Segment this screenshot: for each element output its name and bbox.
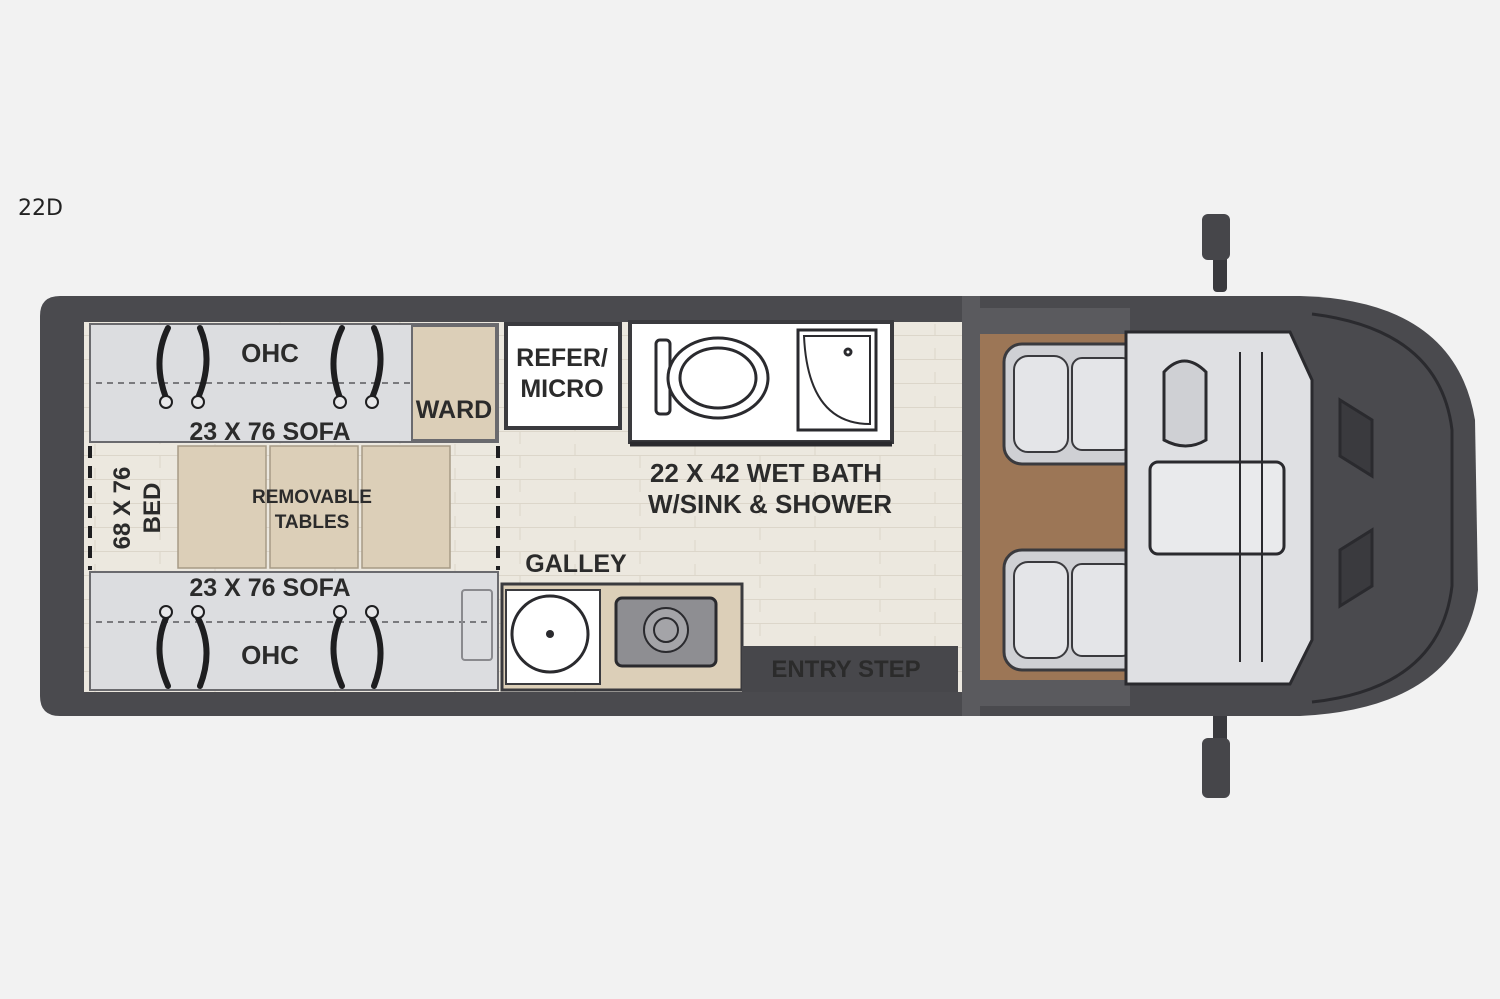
ohc-top-label: OHC <box>241 338 299 368</box>
tables-label-line1: REMOVABLE <box>252 487 372 508</box>
seatbelts-bottom <box>156 615 384 689</box>
mirror-top <box>1202 214 1230 292</box>
passenger-seat <box>1002 548 1144 672</box>
model-label: 22D <box>18 196 63 221</box>
removable-tables <box>177 445 451 569</box>
refer-label-line2: MICRO <box>520 375 603 403</box>
dashboard <box>1124 330 1314 686</box>
bed-label-line2: BED <box>139 483 166 534</box>
sink-icon <box>510 594 590 674</box>
driver-seat <box>1002 342 1144 466</box>
refer-label-line1: REFER/ <box>516 344 608 372</box>
mirror-bottom <box>1202 706 1230 798</box>
cooktop-icon <box>614 596 718 668</box>
sofa-top-label: 23 X 76 SOFA <box>189 418 350 446</box>
tables-label-line2: TABLES <box>275 512 350 533</box>
ward-label: WARD <box>416 396 492 424</box>
entry-step <box>742 646 958 692</box>
sofa-bottom-label: 23 X 76 SOFA <box>189 574 350 602</box>
wardrobe <box>411 325 497 441</box>
ohc-bottom-label: OHC <box>241 640 299 670</box>
bath-label-line1: 22 X 42 WET BATH <box>650 458 882 488</box>
toilet-icon <box>654 336 770 420</box>
shower-icon <box>796 328 878 432</box>
sofa-bottom <box>89 571 499 691</box>
galley-label: GALLEY <box>525 550 627 578</box>
hood <box>1311 312 1454 704</box>
entry-step-label: ENTRY STEP <box>771 656 920 683</box>
bed-label-line1: 68 X 76 <box>109 467 136 550</box>
seatbelts-top <box>156 325 384 401</box>
bath-label-line2: W/SINK & SHOWER <box>648 489 892 519</box>
refer-micro <box>504 322 622 430</box>
